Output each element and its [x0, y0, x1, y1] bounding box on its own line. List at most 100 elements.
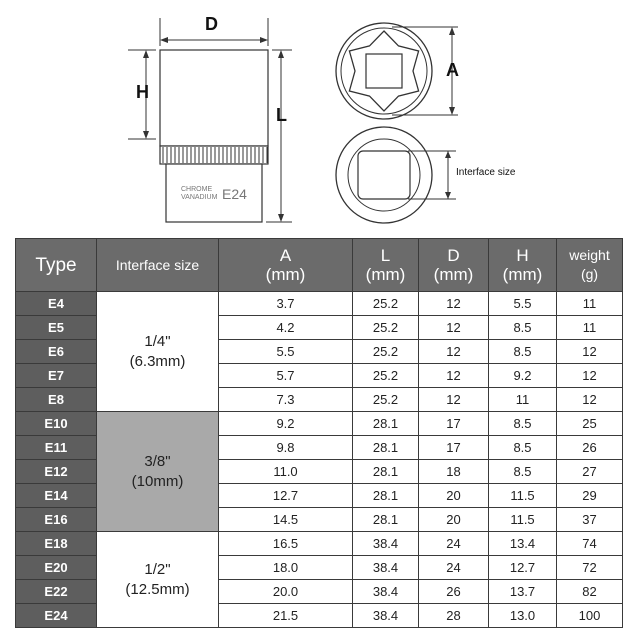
header-type: Type — [15, 238, 97, 292]
header-a: A (mm) — [218, 238, 353, 292]
l-cell: 38.4 — [352, 579, 419, 604]
type-cell: E7 — [15, 363, 97, 388]
weight-cell: 27 — [556, 459, 623, 484]
type-cell: E10 — [15, 411, 97, 436]
weight-cell: 29 — [556, 483, 623, 508]
header-weight-name: weight — [569, 247, 610, 263]
header-d-name: D — [447, 246, 460, 265]
table-row: E8 7.3 25.2 12 11 12 — [15, 387, 623, 412]
table-row: E22 20.0 38.4 26 13.7 82 — [15, 579, 623, 604]
weight-cell: 12 — [556, 387, 623, 412]
stamp-line-2: VANADIUM — [181, 194, 218, 201]
spec-table: Type Interface size A (mm) L (mm) D (mm)… — [15, 238, 623, 628]
h-cell: 11 — [488, 387, 557, 412]
weight-cell: 25 — [556, 411, 623, 436]
header-l-name: L — [380, 246, 391, 265]
header-weight-unit: (g) — [580, 266, 599, 282]
dimension-label-d: D — [205, 14, 218, 34]
interface-size-callout: Interface size — [456, 167, 516, 178]
h-cell: 13.7 — [488, 579, 557, 604]
l-cell: 38.4 — [352, 555, 419, 580]
h-cell: 12.7 — [488, 555, 557, 580]
a-cell: 20.0 — [218, 579, 353, 604]
h-cell: 13.0 — [488, 603, 557, 628]
header-l-unit: (mm) — [365, 265, 406, 284]
table-row: E7 5.7 25.2 12 9.2 12 — [15, 363, 623, 388]
d-cell: 18 — [418, 459, 489, 484]
table-row: E12 11.0 28.1 18 8.5 27 — [15, 459, 623, 484]
d-cell: 12 — [418, 387, 489, 412]
knurled-band — [159, 145, 269, 165]
type-cell: E14 — [15, 483, 97, 508]
weight-cell: 37 — [556, 507, 623, 532]
interface-group-quarter: 1/4" (6.3mm) — [96, 291, 219, 412]
h-cell: 13.4 — [488, 531, 557, 556]
type-cell: E12 — [15, 459, 97, 484]
stamp-size: E24 — [222, 186, 247, 202]
a-cell: 9.8 — [218, 435, 353, 460]
a-cell: 7.3 — [218, 387, 353, 412]
d-cell: 17 — [418, 435, 489, 460]
d-cell: 12 — [418, 291, 489, 316]
l-cell: 28.1 — [352, 483, 419, 508]
square-drive — [357, 150, 411, 200]
a-cell: 14.5 — [218, 507, 353, 532]
header-h: H (mm) — [488, 238, 557, 292]
a-cell: 12.7 — [218, 483, 353, 508]
top-view-square — [365, 53, 403, 89]
weight-cell: 11 — [556, 315, 623, 340]
l-cell: 25.2 — [352, 363, 419, 388]
l-cell: 25.2 — [352, 339, 419, 364]
type-cell: E8 — [15, 387, 97, 412]
a-cell: 9.2 — [218, 411, 353, 436]
socket-drawing — [128, 18, 458, 224]
stamp-material: CHROME VANADIUM — [181, 186, 217, 202]
a-cell: 21.5 — [218, 603, 353, 628]
table-row: E5 4.2 25.2 12 8.5 11 — [15, 315, 623, 340]
interface-size-metric: (12.5mm) — [125, 580, 190, 598]
dimension-label-a: A — [446, 60, 459, 80]
d-cell: 24 — [418, 555, 489, 580]
h-cell: 8.5 — [488, 339, 557, 364]
l-cell: 25.2 — [352, 315, 419, 340]
stamp-line-1: CHROME — [181, 186, 213, 193]
type-cell: E11 — [15, 435, 97, 460]
l-cell: 25.2 — [352, 387, 419, 412]
table-row: E6 5.5 25.2 12 8.5 12 — [15, 339, 623, 364]
d-cell: 28 — [418, 603, 489, 628]
header-a-unit: (mm) — [265, 265, 306, 284]
type-cell: E22 — [15, 579, 97, 604]
h-cell: 11.5 — [488, 483, 557, 508]
header-d-unit: (mm) — [433, 265, 474, 284]
interface-group-three-eighths: 3/8" (10mm) — [96, 411, 219, 532]
weight-cell: 11 — [556, 291, 623, 316]
table-row: E16 14.5 28.1 20 11.5 37 — [15, 507, 623, 532]
a-cell: 18.0 — [218, 555, 353, 580]
h-cell: 8.5 — [488, 315, 557, 340]
h-cell: 8.5 — [488, 459, 557, 484]
a-cell: 5.5 — [218, 339, 353, 364]
table-row: E24 21.5 38.4 28 13.0 100 — [15, 603, 623, 628]
type-cell: E6 — [15, 339, 97, 364]
table-row: E20 18.0 38.4 24 12.7 72 — [15, 555, 623, 580]
h-cell: 11.5 — [488, 507, 557, 532]
a-cell: 4.2 — [218, 315, 353, 340]
type-cell: E4 — [15, 291, 97, 316]
d-cell: 12 — [418, 339, 489, 364]
h-cell: 9.2 — [488, 363, 557, 388]
d-cell: 26 — [418, 579, 489, 604]
h-cell: 8.5 — [488, 435, 557, 460]
a-cell: 11.0 — [218, 459, 353, 484]
header-a-name: A — [279, 246, 292, 265]
d-cell: 20 — [418, 507, 489, 532]
type-cell: E5 — [15, 315, 97, 340]
weight-cell: 82 — [556, 579, 623, 604]
socket-body — [159, 49, 269, 147]
interface-size: 1/4" — [144, 332, 171, 350]
h-cell: 5.5 — [488, 291, 557, 316]
weight-cell: 72 — [556, 555, 623, 580]
type-cell: E18 — [15, 531, 97, 556]
table-row: E10 3/8" (10mm) 9.2 28.1 17 8.5 25 — [15, 411, 623, 532]
interface-size-metric: (10mm) — [131, 472, 184, 490]
interface-size: 1/2" — [144, 560, 171, 578]
